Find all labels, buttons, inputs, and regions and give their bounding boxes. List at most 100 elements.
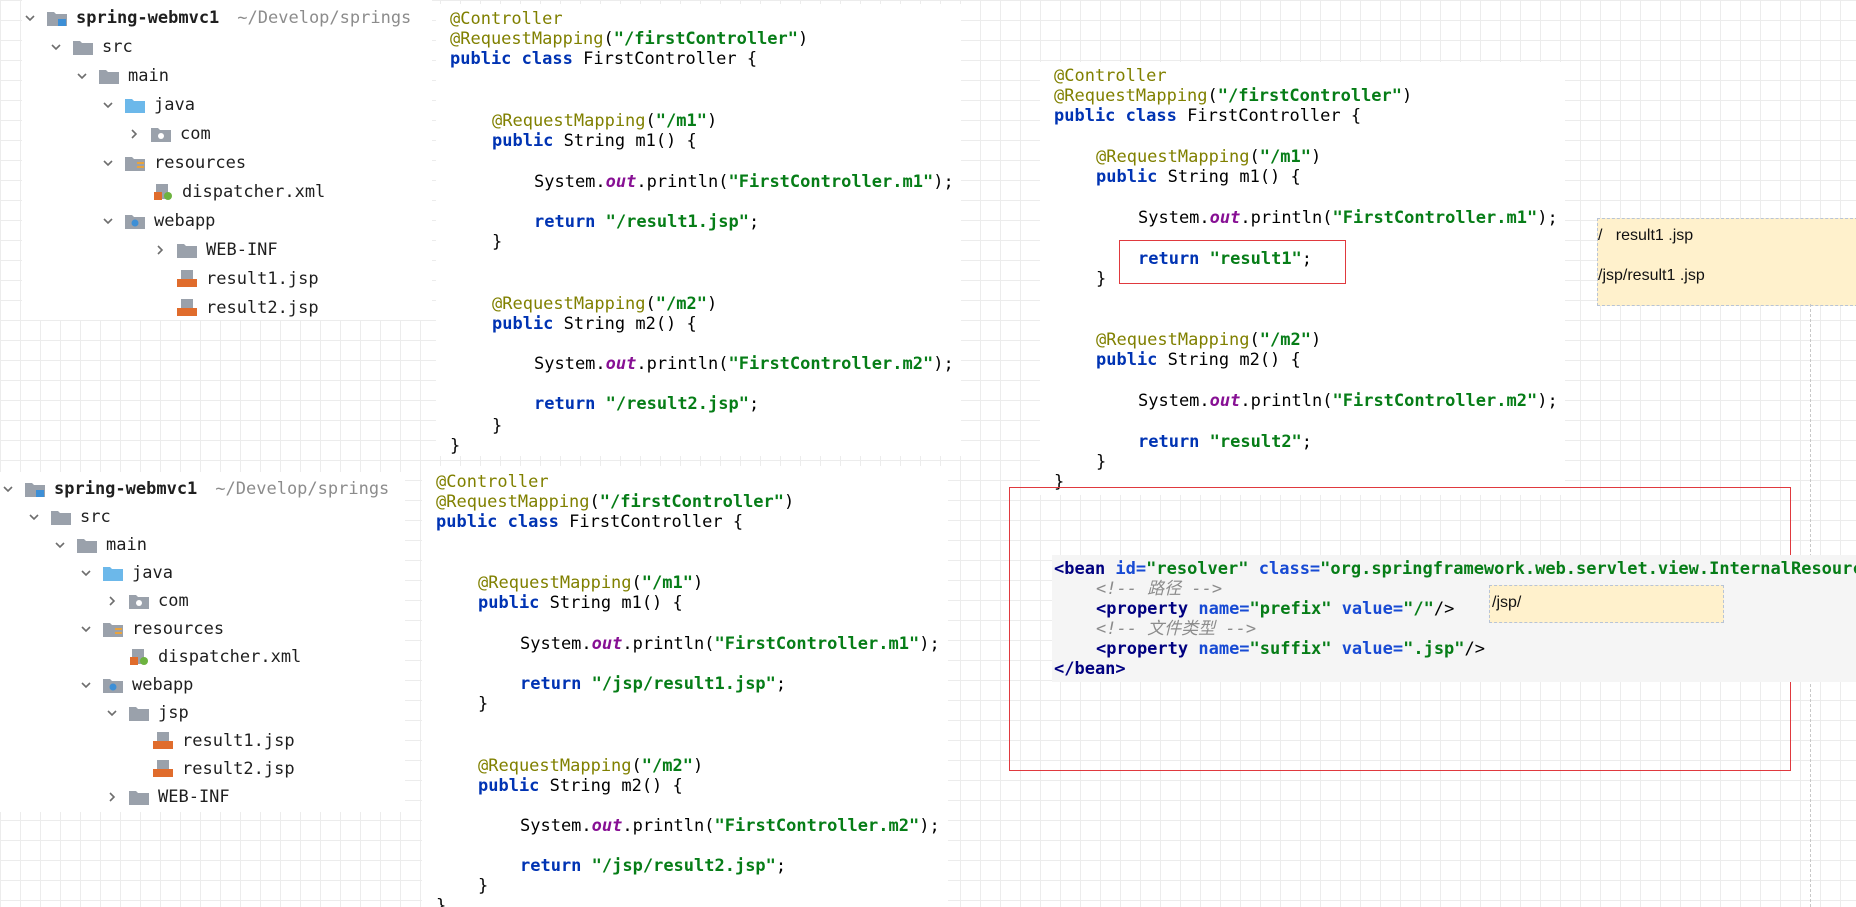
note-text: /jsp/ [1492, 594, 1522, 611]
chevron-down-icon[interactable] [74, 68, 90, 84]
code-line: return "/result1.jsp"; [534, 212, 760, 232]
tree-item-jsp[interactable]: jsp [104, 699, 189, 727]
tree-item-label: result2.jsp [182, 759, 295, 779]
chevron-down-icon[interactable] [52, 537, 68, 553]
code-line: System.out.println("FirstController.m2")… [534, 354, 954, 374]
package-icon [150, 125, 172, 143]
tree-item-label: dispatcher.xml [182, 182, 326, 202]
chevron-down-icon[interactable] [26, 509, 42, 525]
tree-item-com[interactable]: com [126, 120, 211, 148]
path-note-1: / result1 .jsp /jsp/result1 .jsp [1597, 218, 1856, 306]
code-line: return "/result2.jsp"; [534, 394, 760, 414]
tree-item-label: result1.jsp [182, 731, 295, 751]
tree-item-label: webapp [154, 211, 216, 231]
tree-item-resources[interactable]: resources [78, 615, 224, 643]
chevron-down-icon[interactable] [104, 705, 120, 721]
tree-root[interactable]: spring-webmvc1 ~/Develop/springs [22, 4, 411, 32]
tree-item-dispatcher-xml[interactable]: dispatcher.xml [128, 643, 301, 671]
note-line-2: /jsp/result1 .jsp [1598, 267, 1705, 284]
tree-item-main[interactable]: main [74, 62, 169, 90]
tree-item-com[interactable]: com [104, 587, 189, 615]
chevron-down-icon[interactable] [0, 481, 16, 497]
chevron-down-icon[interactable] [48, 39, 64, 55]
chevron-down-icon[interactable] [100, 97, 116, 113]
code-line: @RequestMapping("/m1") [492, 111, 718, 131]
code-line: return "/jsp/result1.jsp"; [520, 674, 787, 694]
chevron-right-icon[interactable] [104, 593, 120, 609]
tree-item-resources[interactable]: resources [100, 149, 246, 177]
code-line: @Controller [1054, 66, 1167, 86]
xml-file-icon [152, 183, 174, 201]
tree-root-path: ~/Develop/springs [237, 8, 412, 28]
tree-item-web-inf[interactable]: WEB-INF [152, 236, 278, 264]
chevron-down-icon[interactable] [78, 621, 94, 637]
code-line: } [492, 416, 503, 436]
code-line: return "result1"; [1138, 249, 1313, 269]
code-line: } [1096, 452, 1107, 472]
code-line: System.out.println("FirstController.m2")… [520, 816, 940, 836]
tree-item-java[interactable]: java [100, 91, 195, 119]
tree-item-label: WEB-INF [158, 787, 230, 807]
tree-item-src[interactable]: src [48, 33, 133, 61]
code-line: System.out.println("FirstController.m2")… [1138, 391, 1558, 411]
code-panel-1: @Controller @RequestMapping("/firstContr… [436, 4, 961, 456]
tree-item-java[interactable]: java [78, 559, 173, 587]
folder-icon [128, 704, 150, 722]
module-folder-icon [24, 480, 46, 498]
jsp-file-icon [176, 299, 198, 317]
tree-item-result1-jsp[interactable]: result1.jsp [176, 265, 319, 293]
tree-item-label: com [180, 124, 211, 144]
tree-item-label: src [80, 507, 111, 527]
tree-item-label: dispatcher.xml [158, 647, 302, 667]
tree-item-dispatcher-xml[interactable]: dispatcher.xml [152, 178, 325, 206]
tree-item-label: src [102, 37, 133, 57]
chevron-down-icon[interactable] [78, 677, 94, 693]
xml-line: <property name="suffix" value=".jsp"/> [1096, 639, 1486, 659]
package-icon [128, 592, 150, 610]
tree-item-label: com [158, 591, 189, 611]
return-highlight-box [1119, 240, 1346, 284]
xml-comment: <!-- 文件类型 --> [1096, 619, 1257, 639]
tree-item-label: java [132, 563, 173, 583]
tree-item-result2-jsp[interactable]: result2.jsp [176, 294, 319, 320]
code-line: } [492, 232, 503, 252]
chevron-down-icon[interactable] [100, 213, 116, 229]
code-line: public String m2() { [1096, 350, 1301, 370]
chevron-right-icon[interactable] [152, 242, 168, 258]
tree-item-result1-jsp[interactable]: result1.jsp [152, 727, 295, 755]
tree-item-label: main [106, 535, 147, 555]
web-folder-icon [102, 676, 124, 694]
code-line: @RequestMapping("/m1") [478, 573, 704, 593]
xml-comment: <!-- 路径 --> [1096, 579, 1223, 599]
chevron-down-icon[interactable] [100, 155, 116, 171]
code-line: System.out.println("FirstController.m1")… [520, 634, 940, 654]
code-line: public class FirstController { [450, 49, 758, 69]
tree-item-web-inf[interactable]: WEB-INF [104, 783, 230, 811]
xml-code-panel: <bean id="resolver" class="org.springfra… [1052, 555, 1856, 682]
tree-item-label: result2.jsp [206, 298, 319, 318]
code-line: } [1054, 472, 1065, 492]
chevron-down-icon[interactable] [78, 565, 94, 581]
code-panel-3: @Controller @RequestMapping("/firstContr… [1040, 62, 1565, 495]
tree-item-webapp[interactable]: webapp [78, 671, 193, 699]
chevron-right-icon[interactable] [104, 789, 120, 805]
tree-item-label: webapp [132, 675, 194, 695]
tree-item-label: result1.jsp [206, 269, 319, 289]
tree-item-webapp[interactable]: webapp [100, 207, 215, 235]
tree-item-src[interactable]: src [26, 503, 111, 531]
chevron-right-icon[interactable] [126, 126, 142, 142]
tree-item-result2-jsp[interactable]: result2.jsp [152, 755, 295, 783]
jsp-file-icon [152, 760, 174, 778]
tree-item-label: WEB-INF [206, 240, 278, 260]
source-folder-icon [102, 564, 124, 582]
code-line: @RequestMapping("/firstController") [450, 29, 809, 49]
code-line: public class FirstController { [1054, 106, 1362, 126]
tree-item-label: jsp [158, 703, 189, 723]
chevron-down-icon[interactable] [22, 10, 38, 26]
code-line: @RequestMapping("/firstController") [436, 492, 795, 512]
code-line: @RequestMapping("/m2") [478, 756, 704, 776]
tree-item-label: main [128, 66, 169, 86]
tree-root[interactable]: spring-webmvc1 ~/Develop/springs [0, 475, 389, 503]
code-line: } [1096, 269, 1107, 289]
tree-item-main[interactable]: main [52, 531, 147, 559]
